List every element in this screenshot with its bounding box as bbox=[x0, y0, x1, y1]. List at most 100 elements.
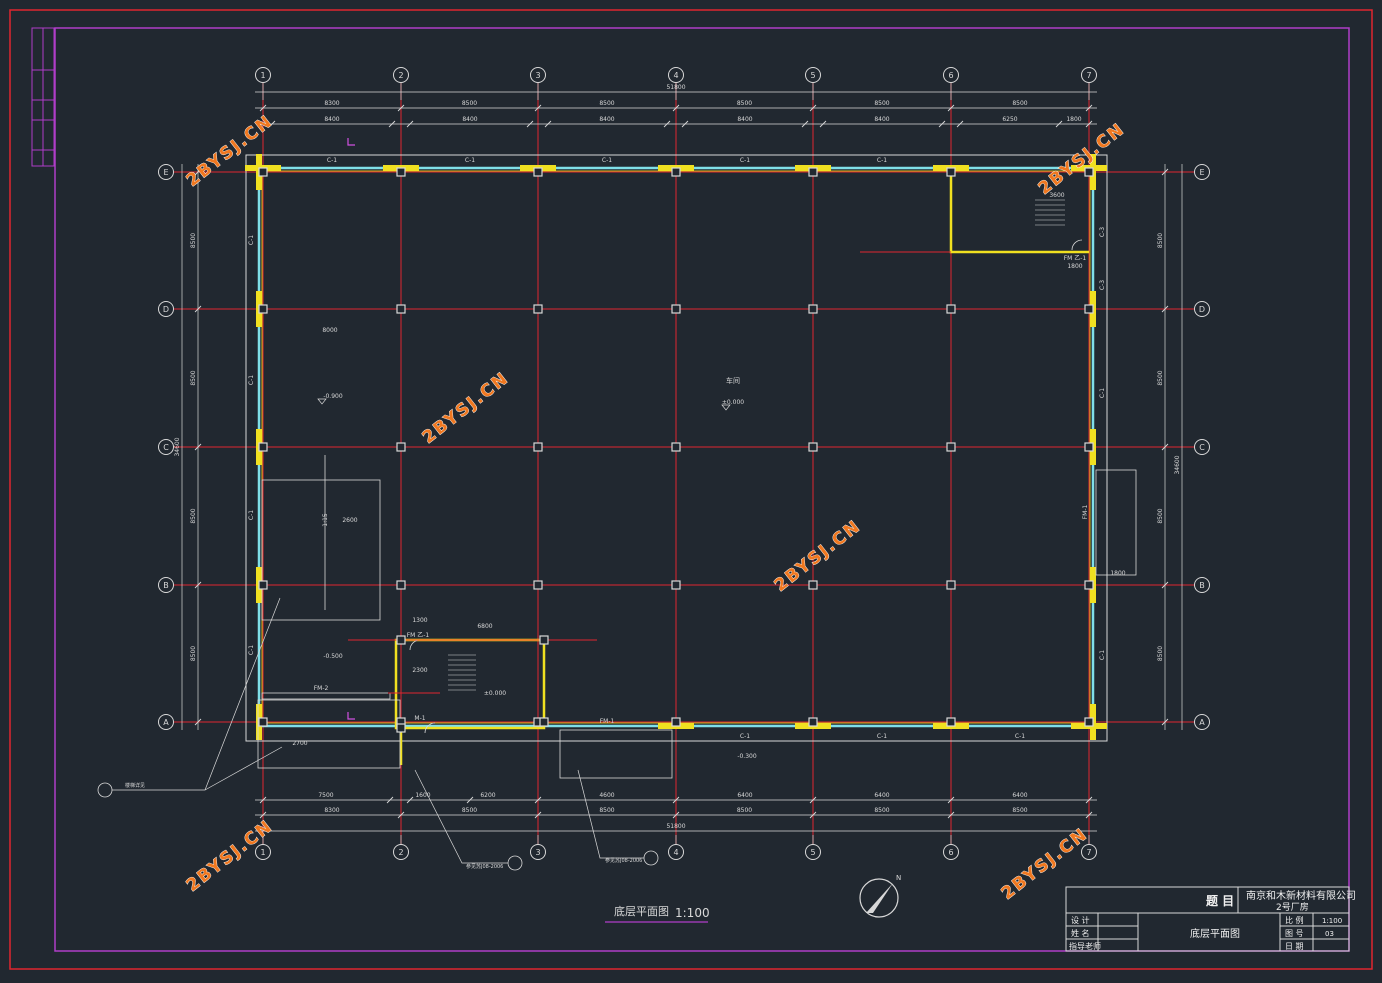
axis-bubble-right-E-label: E bbox=[1199, 168, 1204, 177]
axis-bubble-top-2-label: 2 bbox=[398, 71, 403, 80]
axis-bubble-top-7-label: 7 bbox=[1086, 71, 1091, 80]
ref-note-1: 参见苏J08-2006 bbox=[466, 863, 503, 870]
axis-bubble-left-D-label: D bbox=[163, 305, 169, 314]
column-6B bbox=[946, 580, 956, 590]
dim-top-main-tick bbox=[947, 104, 955, 112]
window-label-right: C-3 bbox=[1099, 280, 1106, 290]
dim-top-sub-tick bbox=[388, 120, 396, 128]
structural-columns bbox=[258, 167, 1094, 733]
dim-top-main-tick bbox=[259, 104, 267, 112]
title-block-meta-date: 日 期 bbox=[1285, 942, 1304, 951]
dim-bottom-main-tick bbox=[809, 811, 817, 819]
outer-wall-line bbox=[245, 154, 1108, 742]
axis-bubble-left-B-circle bbox=[158, 577, 174, 593]
door-swing-2 bbox=[424, 722, 436, 734]
title-block-scale-value: 1:100 bbox=[1322, 917, 1342, 925]
axis-bubble-top-6-label: 6 bbox=[948, 71, 953, 80]
dim-top-main-tick bbox=[397, 104, 405, 112]
dim-bottom-sub-tick bbox=[406, 796, 414, 804]
dim-interior-label: 8000 bbox=[322, 327, 337, 334]
dim-top-main-label: 8300 bbox=[324, 100, 339, 107]
dim-right-bays-tick bbox=[1161, 718, 1169, 726]
dim-top-main-label: 8500 bbox=[737, 100, 752, 107]
axis-bubble-bottom-3-label: 3 bbox=[535, 848, 540, 857]
watermark-5: 2BYSJ.CN bbox=[998, 824, 1092, 904]
dim-bottom-sub-label: 6400 bbox=[874, 792, 889, 799]
leader-line-3 bbox=[414, 769, 508, 864]
column-1B bbox=[258, 580, 268, 590]
axis-bubble-right-E-circle bbox=[1194, 164, 1210, 180]
window-label-top: C-1 bbox=[327, 157, 337, 164]
dim-right-bays-label: 8500 bbox=[1157, 508, 1164, 523]
column-4D bbox=[671, 304, 681, 314]
dim-top-main-label: 8500 bbox=[1012, 100, 1027, 107]
axis-bubble-left-E-circle bbox=[158, 164, 174, 180]
axis-bubble-top-5-label: 5 bbox=[810, 71, 815, 80]
inner-frame bbox=[54, 27, 1350, 952]
dim-top-sub-tick bbox=[663, 120, 671, 128]
dim-bottom-sub-tick bbox=[1085, 796, 1093, 804]
interior-rooms bbox=[257, 172, 1137, 779]
window-label-bottom: C-1 bbox=[740, 733, 750, 740]
dim-top-sub-tick bbox=[268, 120, 276, 128]
dim-bottom-sub-tick bbox=[672, 796, 680, 804]
dim-right-bays-tick bbox=[1161, 168, 1169, 176]
outer-frame bbox=[9, 9, 1373, 970]
elevation-main: ±0.000 bbox=[722, 399, 744, 406]
dim-top-main-tick bbox=[809, 104, 817, 112]
dim-bottom-sub-label: 1600 bbox=[415, 792, 430, 799]
axis-bubble-right-C-circle bbox=[1194, 439, 1210, 455]
dim-left-total-label: 34600 bbox=[174, 437, 181, 456]
dim-bottom-sub-tick bbox=[809, 796, 817, 804]
column-7E bbox=[1084, 167, 1094, 177]
dim-left-bays-label: 8500 bbox=[190, 508, 197, 523]
axis-bubble-bottom-7-label: 7 bbox=[1086, 848, 1091, 857]
dim-bottom-main-tick bbox=[397, 811, 405, 819]
axis-bubble-right-C-label: C bbox=[1199, 443, 1205, 452]
window-label-left: C-1 bbox=[248, 510, 255, 520]
column-4B bbox=[671, 580, 681, 590]
leader-line-1 bbox=[112, 597, 281, 791]
dim-bottom-sub-tick bbox=[466, 796, 474, 804]
column-3D bbox=[533, 304, 543, 314]
column-4C bbox=[671, 442, 681, 452]
axis-bubble-right-B-label: B bbox=[1199, 581, 1205, 590]
dim-top-sub-tick bbox=[681, 120, 689, 128]
column-3B bbox=[533, 580, 543, 590]
door-fm2 bbox=[261, 692, 391, 700]
dim-top-main-label: 8500 bbox=[462, 100, 477, 107]
dim-top-sub-label: 8400 bbox=[324, 116, 339, 123]
detail-callout-1 bbox=[97, 782, 113, 798]
column-6A bbox=[946, 717, 956, 727]
dim-bottom-main-label: 8300 bbox=[324, 807, 339, 814]
dim-top-sub-label: 8400 bbox=[874, 116, 889, 123]
axis-bubble-left-A-label: A bbox=[163, 718, 169, 727]
axis-grid bbox=[172, 82, 1195, 845]
axis-bubble-right-D-circle bbox=[1194, 301, 1210, 317]
column-7C bbox=[1084, 442, 1094, 452]
dim-top-sub-label: 8400 bbox=[599, 116, 614, 123]
axis-bubble-right-D-label: D bbox=[1199, 305, 1205, 314]
dim-top-sub-tick bbox=[406, 120, 414, 128]
column-5D bbox=[808, 304, 818, 314]
column-6D bbox=[946, 304, 956, 314]
axis-bubble-left-C-circle bbox=[158, 439, 174, 455]
drawing-scale: 1:100 bbox=[675, 906, 710, 920]
dim-bottom-main-tick bbox=[259, 811, 267, 819]
dim-interior-label: 2300 bbox=[412, 667, 427, 674]
axis-bubble-left-C-label: C bbox=[163, 443, 169, 452]
dim-interior-label: 1800 bbox=[1110, 570, 1125, 577]
stair-note: 楼梯详见 bbox=[125, 782, 145, 789]
dim-bottom-main-label: 8500 bbox=[874, 807, 889, 814]
dim-bottom-sub-tick bbox=[386, 796, 394, 804]
door-swing-0 bbox=[1071, 239, 1083, 251]
ref-note-2: 参见苏J08-2006 bbox=[605, 857, 642, 864]
room-top-right-wall bbox=[949, 172, 1089, 254]
column-3E bbox=[533, 167, 543, 177]
dim-right-bays-label: 8500 bbox=[1157, 233, 1164, 248]
dim-interior-label: 1300 bbox=[412, 617, 427, 624]
watermark-1: 2BYSJ.CN bbox=[1035, 119, 1129, 199]
entrance-bottom-middle bbox=[559, 729, 673, 779]
column-2D bbox=[396, 304, 406, 314]
